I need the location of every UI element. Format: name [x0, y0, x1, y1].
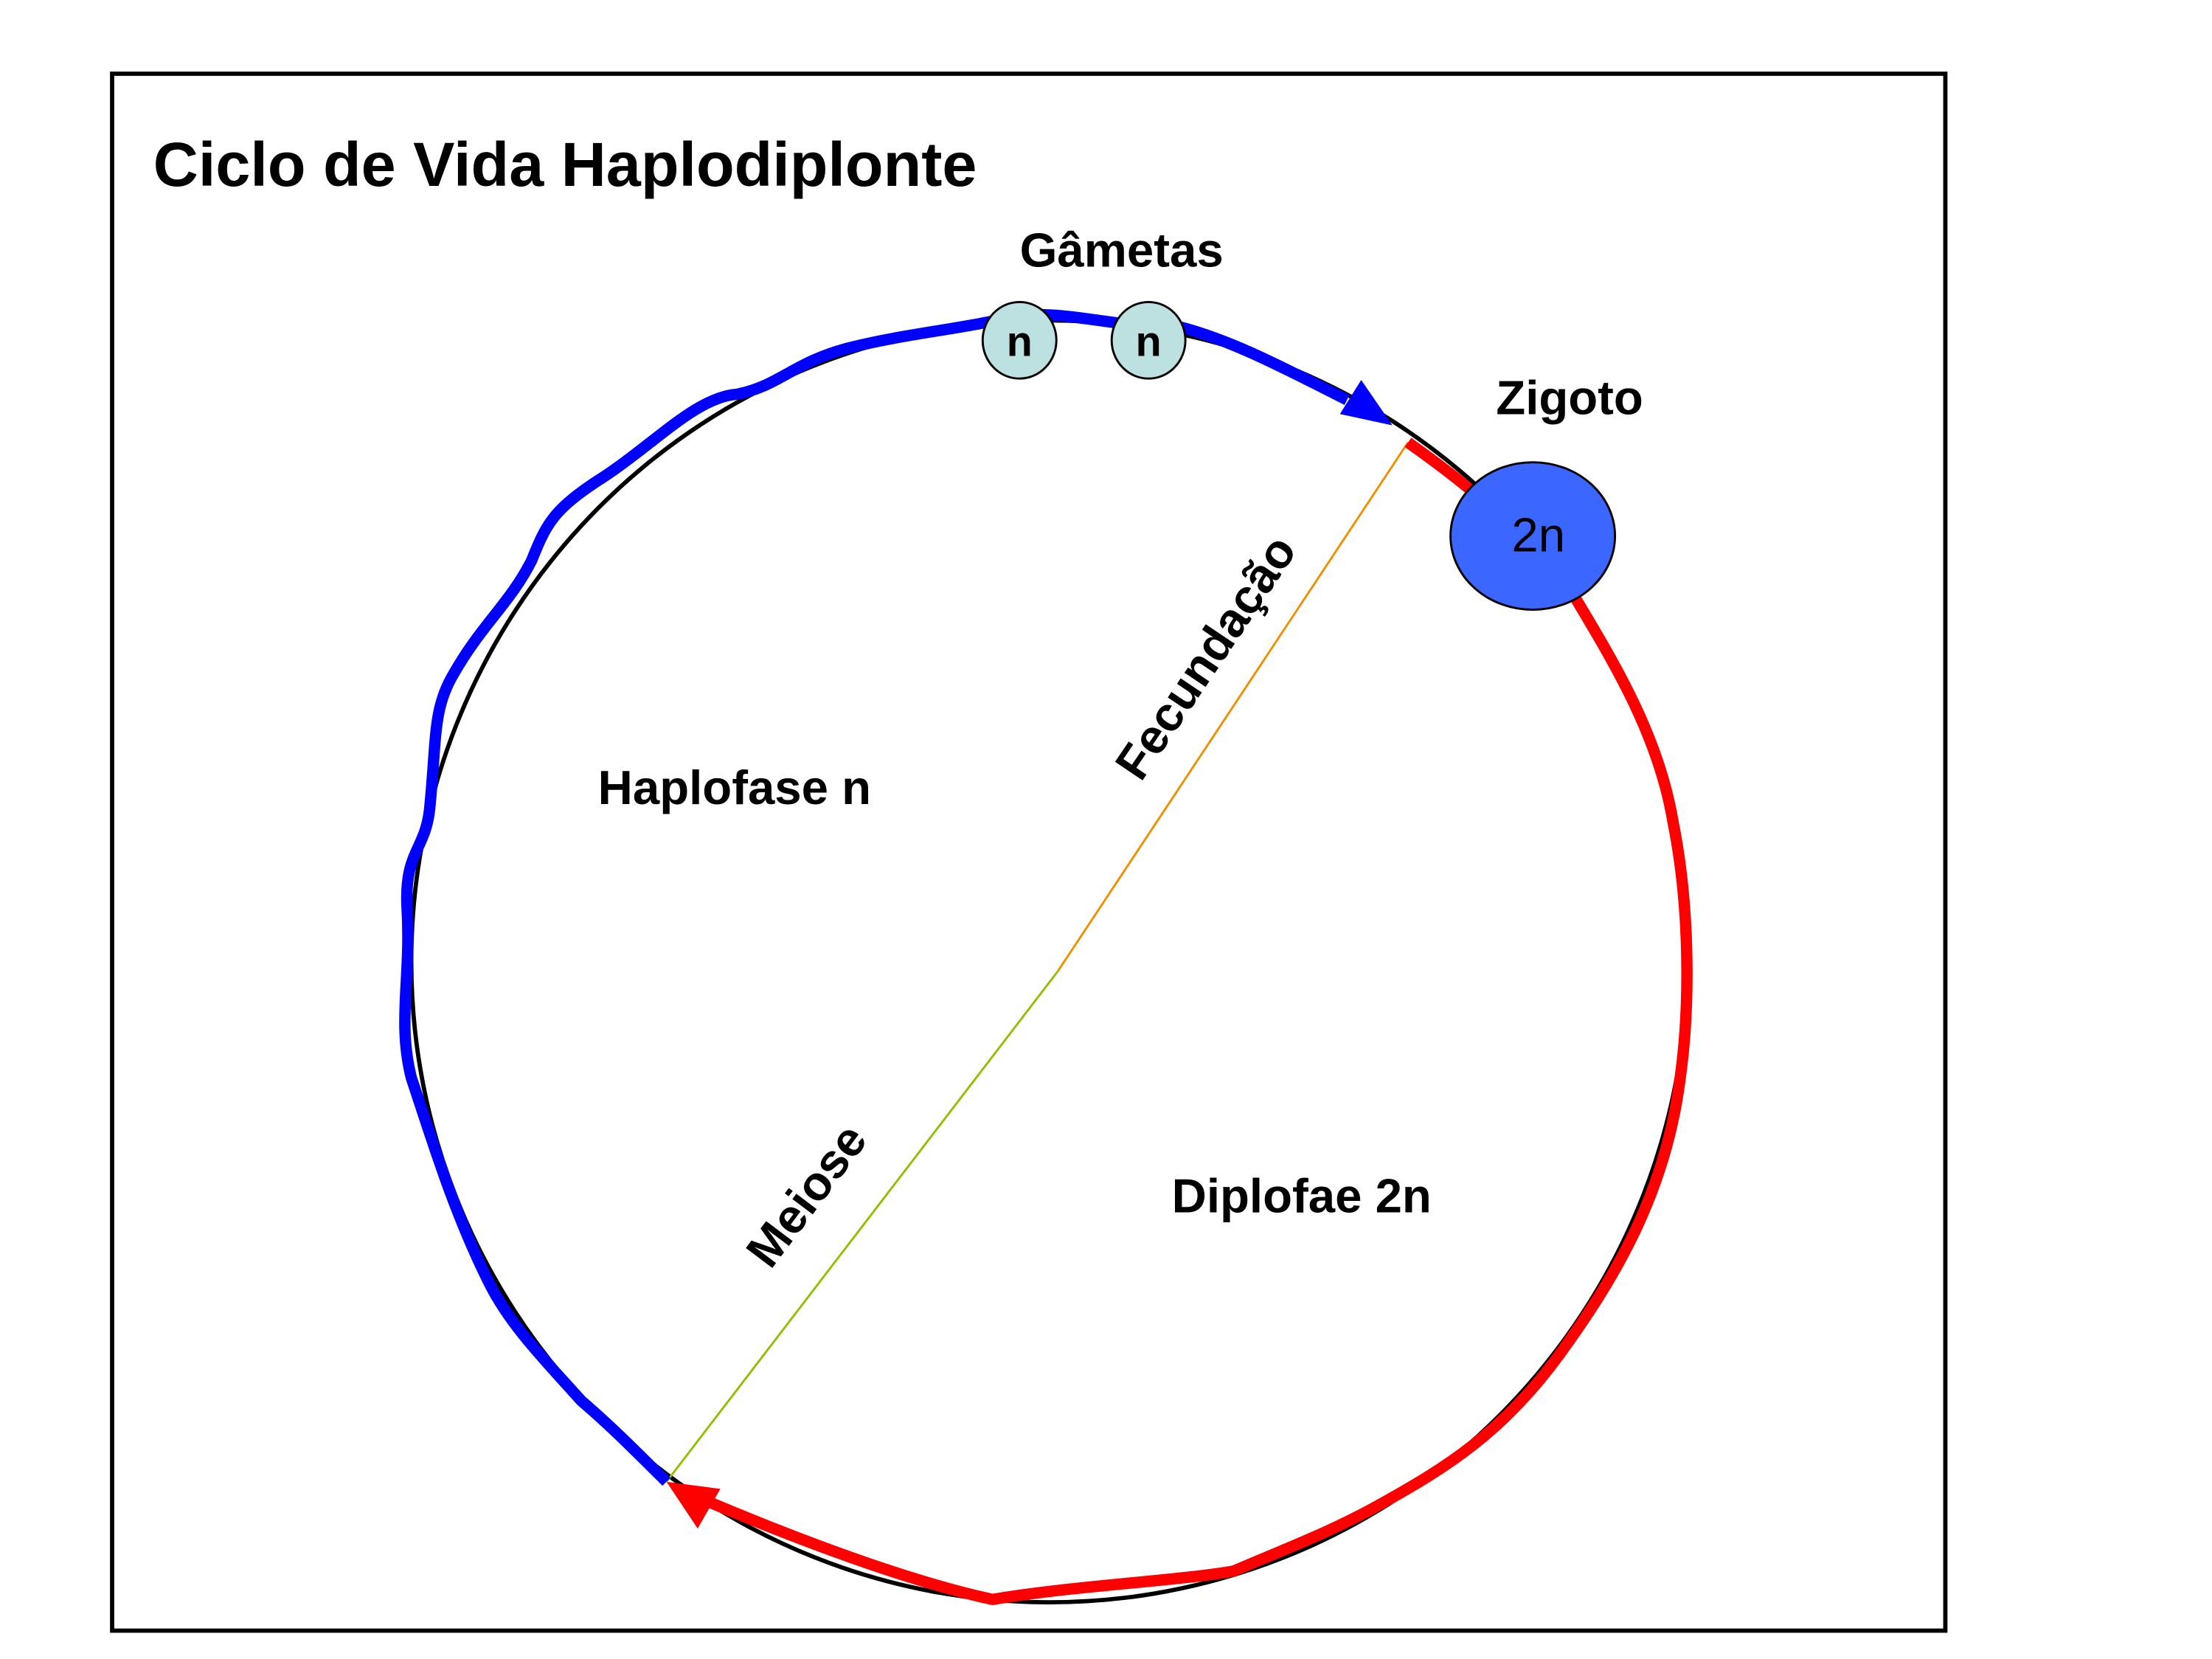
diploid-arrowhead	[666, 1481, 721, 1529]
gametes-label: Gâmetas	[1020, 223, 1224, 277]
haploid-arrowhead	[1339, 380, 1393, 426]
gamete-2-label: n	[1136, 318, 1162, 365]
meiosis-line	[665, 970, 1059, 1483]
haplophase-label: Haplofase n	[598, 761, 871, 814]
meiosis-label: Meiose	[735, 1114, 877, 1277]
zygote: 2n	[1449, 461, 1617, 611]
fertilization-line	[1056, 441, 1410, 972]
diagram-title: Ciclo de Vida Haplodiplonte	[153, 129, 977, 199]
haploid-path	[399, 308, 1350, 1486]
zygote-title-label: Zigoto	[1496, 370, 1643, 424]
gamete-1: n	[981, 300, 1058, 380]
diplophase-label: Diplofae 2n	[1172, 1169, 1432, 1223]
diploid-path	[693, 437, 1693, 1605]
gamete-2: n	[1110, 300, 1187, 380]
gamete-1-label: n	[1007, 318, 1033, 365]
frame-border	[110, 72, 1948, 1633]
zygote-label: 2n	[1511, 508, 1565, 562]
